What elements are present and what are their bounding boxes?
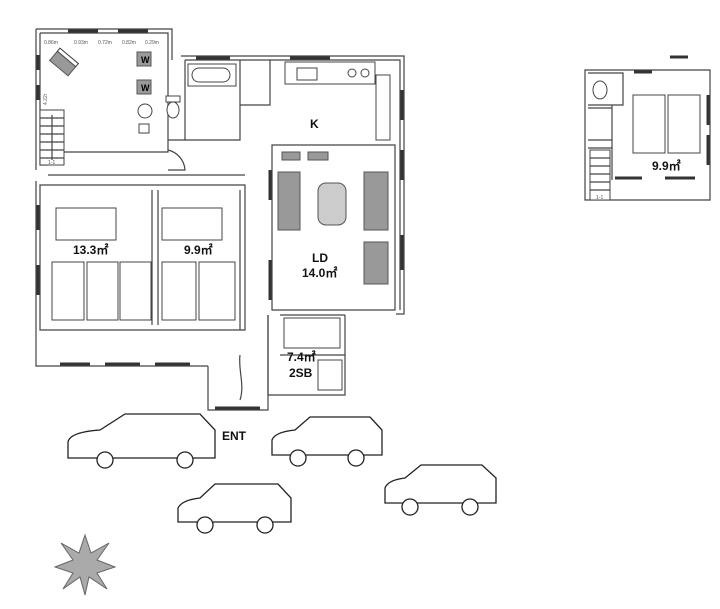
living-furniture [277,151,389,285]
toilet-icon [165,95,181,119]
annex-building: 1-1 [584,55,711,201]
svg-text:W: W [141,55,150,65]
svg-text:1-1: 1-1 [596,195,603,201]
side-dimension-label: 4.22r [43,93,49,105]
sofa-icon [48,47,80,77]
bed-icon [317,359,343,391]
tree-icon [53,533,117,596]
stairs-icon [589,149,611,201]
bed-icon [667,94,701,154]
dimension-labels: 0.86m 0.93m 0.72m 0.82m 0.29m 4.22r [43,40,159,105]
car-icon [384,464,497,516]
dimension-label: 0.29m [145,40,159,46]
dimension-label: 0.93m [74,40,88,46]
bedroom2-area: 9.9㎡ [184,242,213,257]
washer-icon: W W [136,51,152,95]
bed-icon [283,317,341,349]
storage-label: 2SB [289,366,313,380]
bathtub-icon [187,63,237,87]
bedroom1-area: 13.3㎡ [73,242,108,257]
car-icon [271,416,383,467]
entrance-label: ENT [222,429,247,443]
main-building [35,28,405,411]
dimension-label: 0.86m [44,40,58,46]
dimension-label: 0.82m [122,40,136,46]
storage-area: 7.4㎡ [287,349,316,364]
entrance-arrow [239,354,243,401]
annex-bedroom-area: 9.9㎡ [652,158,681,173]
sink-icon [137,103,153,134]
car-icon [177,483,292,534]
car-icon [67,413,216,469]
svg-text:W: W [141,83,150,93]
stairs-icon: 1-1 [39,109,65,166]
kitchen-label: K [310,117,319,131]
living-area: 14.0㎡ [302,265,337,280]
windows [36,29,404,410]
svg-text:1-1: 1-1 [48,160,55,166]
living-label: LD [312,251,328,265]
bed-icon [51,207,236,321]
kitchen-counter [284,61,391,141]
bed-icon [632,94,666,154]
dimension-label: 0.72m [98,40,112,46]
